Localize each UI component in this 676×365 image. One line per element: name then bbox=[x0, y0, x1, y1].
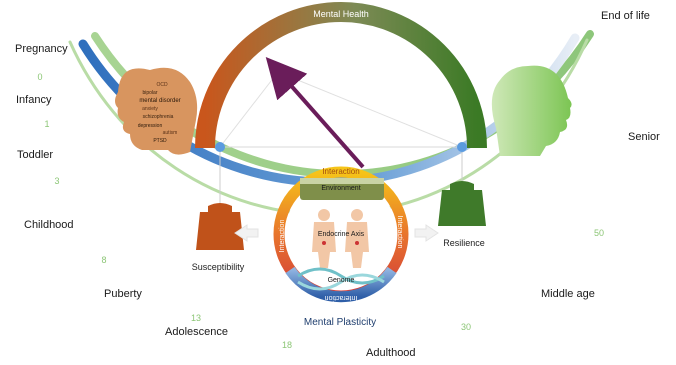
stage-middle-age: Middle age bbox=[541, 288, 595, 300]
endocrine-figures-icon bbox=[312, 209, 369, 268]
pivot-right bbox=[457, 142, 467, 152]
stage-toddler: Toddler bbox=[17, 149, 53, 161]
age-18: 18 bbox=[282, 340, 292, 350]
resilience-weight-icon bbox=[438, 181, 486, 226]
mental-health-arrow bbox=[265, 57, 365, 169]
genome-label: Genome bbox=[328, 277, 355, 284]
mental-plasticity-label: Mental Plasticity bbox=[304, 317, 376, 328]
head-word: schizophrenia bbox=[143, 114, 174, 120]
balance-strut-right bbox=[277, 71, 463, 148]
right-faint-arrow-icon bbox=[414, 224, 439, 242]
healthy-head-icon bbox=[491, 65, 572, 156]
interaction-top-label: Interaction bbox=[322, 167, 359, 176]
mental-health-title: Mental Health bbox=[313, 9, 369, 19]
age-0: 0 bbox=[37, 72, 42, 82]
environment-label: Environment bbox=[321, 185, 360, 192]
interaction-circle: Interaction Environment Endocrine Axis G… bbox=[273, 166, 409, 303]
head-word: mental disorder bbox=[139, 98, 180, 104]
stage-senior: Senior bbox=[628, 131, 660, 143]
genome-dna-icon bbox=[297, 267, 385, 285]
stage-end-of-life: End of life bbox=[601, 10, 650, 22]
interaction-left-label: Interaction bbox=[279, 220, 286, 253]
resilience-label: Resilience bbox=[443, 238, 485, 248]
mental-health-arch bbox=[195, 2, 487, 149]
stage-adulthood: Adulthood bbox=[366, 347, 416, 359]
stage-infancy: Infancy bbox=[16, 94, 52, 106]
pivot-left bbox=[215, 142, 225, 152]
mental-disorder-head-icon: OCD bipolar mental disorder anxiety schi… bbox=[115, 67, 198, 155]
susceptibility-weight-icon bbox=[196, 203, 244, 250]
head-word: anxiety bbox=[142, 106, 158, 112]
interaction-bottom-label: Interaction bbox=[325, 294, 358, 301]
endocrine-axis-label: Endocrine Axis bbox=[318, 231, 365, 238]
stage-puberty: Puberty bbox=[104, 288, 142, 300]
stage-pregnancy: Pregnancy bbox=[15, 43, 68, 55]
susceptibility-label: Susceptibility bbox=[192, 262, 245, 272]
left-faint-arrow-icon bbox=[234, 224, 259, 242]
head-word: PTSD bbox=[153, 138, 167, 144]
head-word: autism bbox=[163, 130, 178, 136]
age-1: 1 bbox=[44, 119, 49, 129]
stage-childhood: Childhood bbox=[24, 219, 74, 231]
age-30: 30 bbox=[461, 322, 471, 332]
stage-adolescence: Adolescence bbox=[165, 326, 228, 338]
head-word: OCD bbox=[156, 82, 168, 88]
head-word: depression bbox=[138, 123, 163, 129]
head-word: bipolar bbox=[142, 90, 157, 96]
age-3: 3 bbox=[54, 176, 59, 186]
age-8: 8 bbox=[101, 255, 106, 265]
age-50: 50 bbox=[594, 228, 604, 238]
age-13: 13 bbox=[191, 313, 201, 323]
interaction-right-label: Interaction bbox=[396, 216, 403, 249]
